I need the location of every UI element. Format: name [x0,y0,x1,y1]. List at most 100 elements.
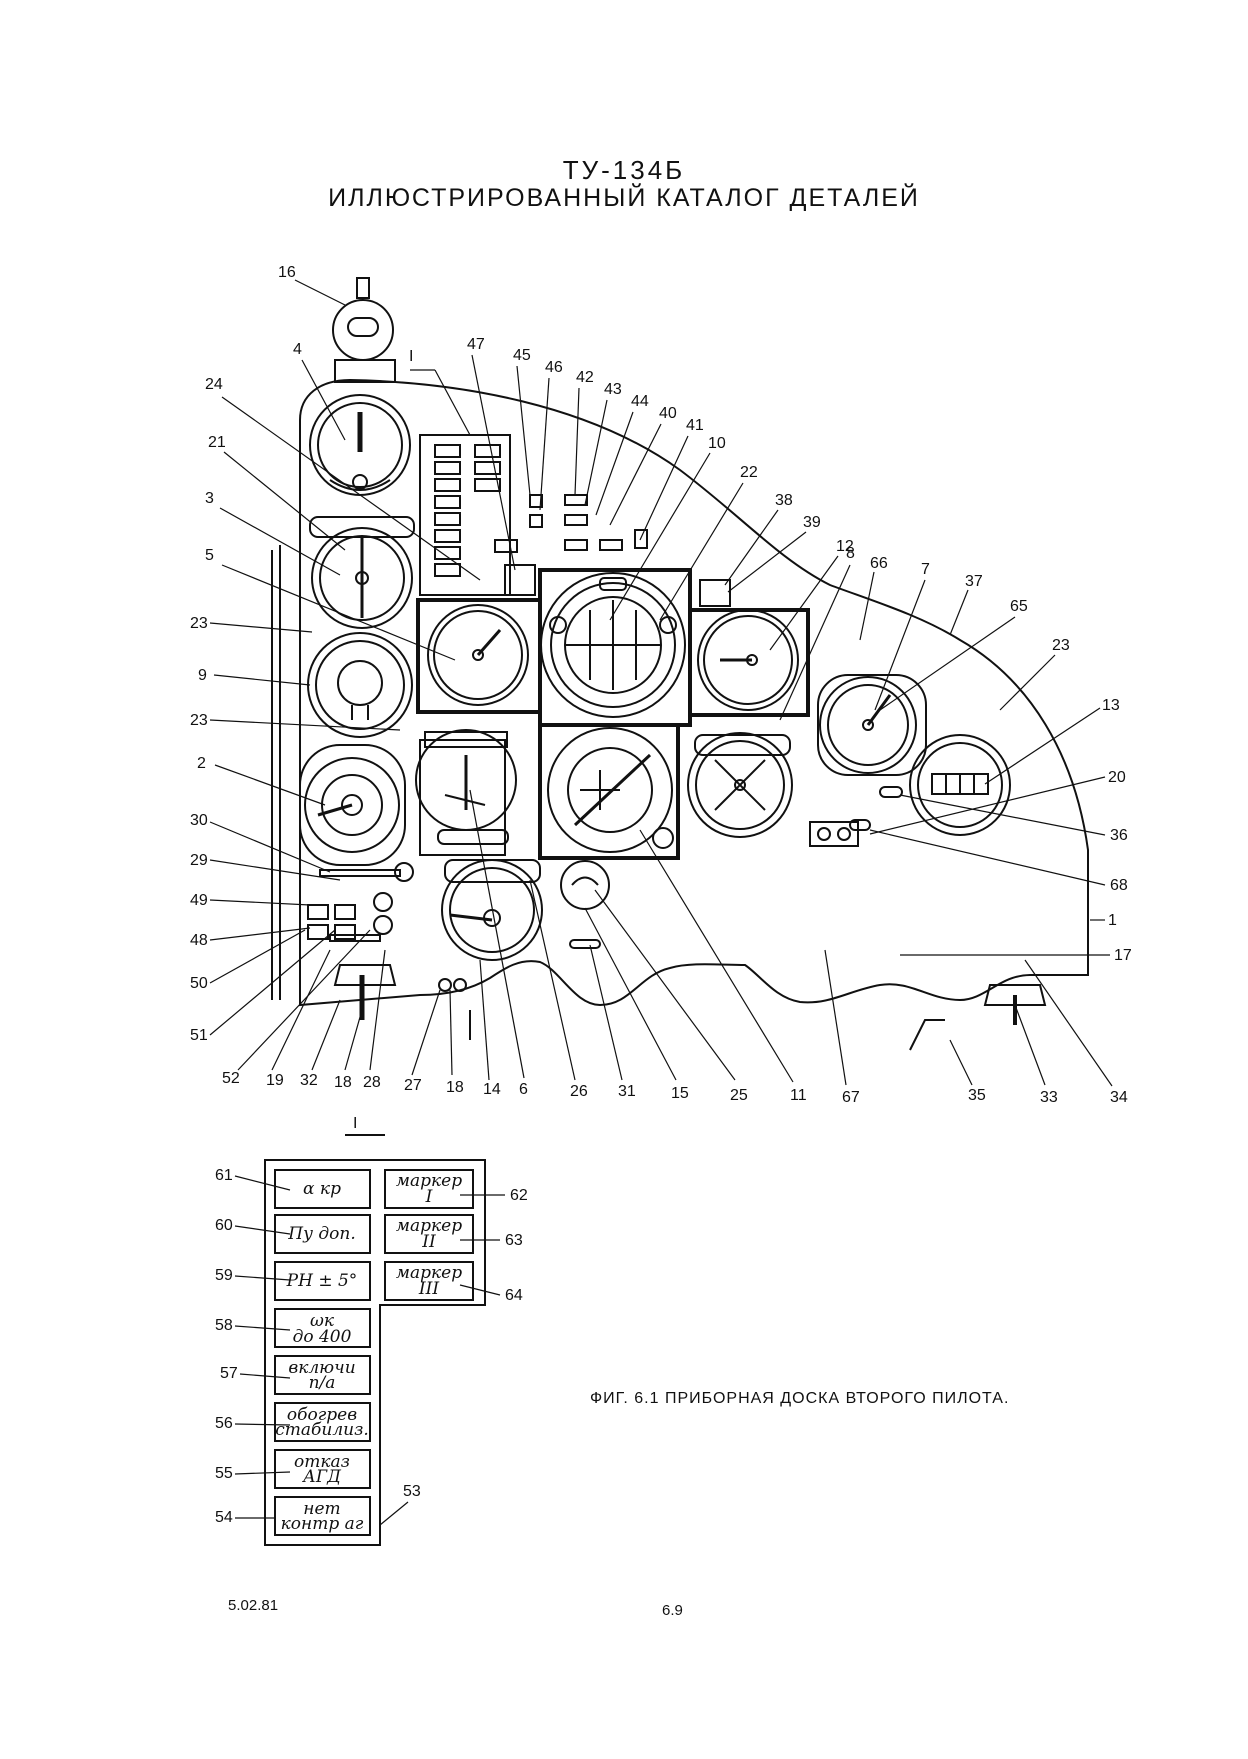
lamp-64-label-1: маркер [396,1263,462,1283]
gauge-9 [307,632,413,738]
callout-39: 39 [803,514,821,531]
callout-25: 25 [730,1087,748,1104]
callout-66: 66 [870,555,888,572]
lamp-57-label-1: включи [288,1358,355,1378]
gauge-10-attitude [538,568,692,727]
callout-63: 63 [505,1232,523,1249]
callout-56: 56 [215,1415,233,1432]
lamp-55-label-2: АГД [302,1467,342,1487]
callout-43: 43 [604,381,622,398]
view-marker-top: I [409,348,413,365]
callout-67: 67 [842,1089,860,1106]
callout-45: 45 [513,347,531,364]
callout-46: 46 [545,359,563,376]
callout-12: 12 [836,538,854,555]
callout-64: 64 [505,1287,523,1304]
lamp-63-label-1: маркер [396,1216,462,1236]
callout-23c: 23 [1052,637,1070,654]
callout-60: 60 [215,1217,233,1234]
callout-labels: 16 4 24 21 3 5 23 9 23 2 30 29 49 48 50 … [190,264,1132,1106]
callout-44: 44 [631,393,649,410]
callout-54: 54 [215,1509,233,1526]
callout-65: 65 [1010,598,1028,615]
lamp-58-label-2: до 400 [293,1327,352,1347]
callout-7: 7 [921,561,930,578]
callout-23a: 23 [190,615,208,632]
callout-42: 42 [576,369,594,386]
panel-outline [299,378,1089,1007]
callout-22: 22 [740,464,758,481]
callout-68: 68 [1110,877,1128,894]
callout-21: 21 [208,434,226,451]
detail-view-i [264,1134,486,1546]
lamp-60-label: Пу доп. [287,1224,355,1244]
gauge-16-compass [332,277,396,383]
leader-lines [209,279,1113,1087]
callout-37: 37 [965,573,983,590]
lamp-57-label-2: п/а [309,1373,336,1393]
view-marker-detail: I [353,1115,357,1132]
callout-30: 30 [190,812,208,829]
callout-57: 57 [220,1365,238,1382]
detail-leaders [234,1175,505,1526]
callout-36: 36 [1110,827,1128,844]
gauge-2 [299,744,406,866]
callout-49: 49 [190,892,208,909]
lamp-61-label: α кр [303,1179,341,1199]
callout-15: 15 [671,1085,689,1102]
callout-18b: 18 [446,1079,464,1096]
callout-34: 34 [1110,1089,1128,1106]
callout-18a: 18 [334,1074,352,1091]
callout-27: 27 [404,1077,422,1094]
callout-14: 14 [483,1081,501,1098]
figure-caption: ФИГ. 6.1 ПРИБОРНАЯ ДОСКА ВТОРОГО ПИЛОТА. [590,1390,1010,1407]
gauge-13-digital [909,734,1011,836]
callout-59: 59 [215,1267,233,1284]
catalog-title: ИЛЛЮСТРИРОВАННЫЙ КАТАЛОГ ДЕТАЛЕЙ [328,184,920,212]
callout-53: 53 [403,1483,421,1500]
gauge-4 [309,394,411,496]
gauge-7 [817,674,927,776]
gauge-12 [688,608,810,717]
lamp-62-label-2: I [425,1187,433,1207]
callout-16: 16 [278,264,296,281]
callout-11: 11 [790,1087,807,1104]
signal-panel-small [419,434,511,596]
callout-26: 26 [570,1083,588,1100]
indicator-25 [560,860,610,949]
callout-33: 33 [1040,1089,1058,1106]
lamp-55-label-1: отказ [294,1452,350,1472]
callout-35: 35 [968,1087,986,1104]
callout-6: 6 [519,1081,528,1098]
page-number: 6.9 [662,1602,683,1619]
callout-29: 29 [190,852,208,869]
callout-48: 48 [190,932,208,949]
callout-40: 40 [659,405,677,422]
revision-date: 5.02.81 [228,1597,279,1614]
lamp-56-label-1: обогрев [287,1405,357,1425]
callout-58: 58 [215,1317,233,1334]
gauge-14 [441,859,543,961]
callout-32: 32 [300,1072,318,1089]
callout-2: 2 [197,755,206,772]
callout-47: 47 [467,336,485,353]
callout-17: 17 [1114,947,1132,964]
callout-9: 9 [198,667,207,684]
callout-3: 3 [205,490,214,507]
gauge-5 [416,598,542,714]
callout-38: 38 [775,492,793,509]
lamp-63-label-2: II [421,1232,436,1252]
callout-28: 28 [363,1074,381,1091]
gauge-8 [687,732,793,838]
callout-5: 5 [205,547,214,564]
gauge-11-hsi [538,723,680,860]
callout-23b: 23 [190,712,208,729]
lamp-62-label-1: маркер [396,1171,462,1191]
callout-50: 50 [190,975,208,992]
callout-20: 20 [1108,769,1126,786]
callout-62: 62 [510,1187,528,1204]
callout-8: 8 [846,545,855,562]
lamp-64-label-2: III [418,1279,439,1299]
lamp-59-label: РН ± 5° [286,1271,358,1291]
